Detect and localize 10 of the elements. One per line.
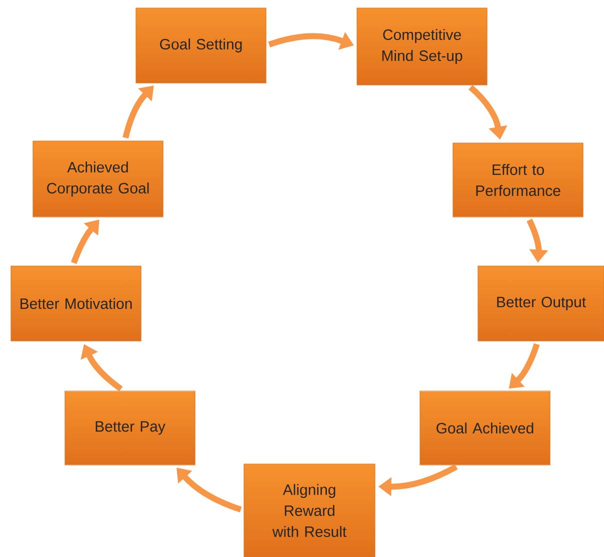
process-box: Effort to Performance — [452, 142, 584, 218]
process-box: Aligning Reward with Result — [244, 464, 376, 557]
arrow — [122, 86, 154, 139]
process-box: Goal Setting — [136, 8, 266, 84]
process-box: Competitive Mind Set-up — [356, 8, 488, 86]
process-box: Better Motivation — [10, 266, 142, 342]
process-box: Better Pay — [64, 390, 196, 466]
process-box: Achieved Corporate Goal — [32, 140, 164, 218]
process-box: Better Output — [478, 266, 604, 342]
process-box: Goal Achieved — [420, 390, 550, 466]
